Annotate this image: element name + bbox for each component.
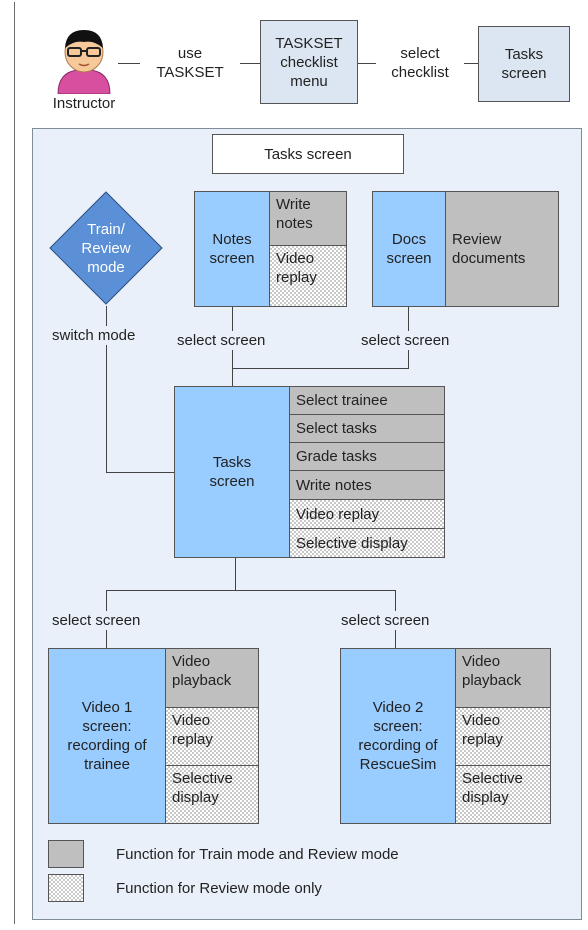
- instructor-label: Instructor: [40, 94, 128, 113]
- select-screen-label-video1: select screen: [52, 611, 141, 630]
- panel-title: Tasks screen: [212, 134, 404, 174]
- legend-train-review-label: Function for Train mode and Review mode: [116, 845, 399, 864]
- legend-review-only-label: Function for Review mode only: [116, 879, 322, 898]
- fn-select-tasks: Select tasks: [289, 414, 445, 443]
- outer-frame-line: [14, 2, 15, 924]
- select-screen-label-docs: select screen: [361, 331, 450, 350]
- fn-grade-tasks: Grade tasks: [289, 442, 445, 471]
- fn-selective-display: Selective display: [289, 528, 445, 558]
- switch-mode-label: switch mode: [52, 326, 136, 345]
- legend-review-only-swatch: [48, 874, 84, 902]
- select-screen-label-video2: select screen: [341, 611, 430, 630]
- instructor-avatar-icon: [44, 18, 124, 102]
- fn-select-trainee: Select trainee: [289, 386, 445, 415]
- fn-write-notes: Write notes: [289, 470, 445, 500]
- fn-video-replay: Video replay: [289, 499, 445, 529]
- legend-train-review-swatch: [48, 840, 84, 868]
- train-review-mode-diamond: [48, 190, 164, 306]
- select-screen-label-notes: select screen: [177, 331, 266, 350]
